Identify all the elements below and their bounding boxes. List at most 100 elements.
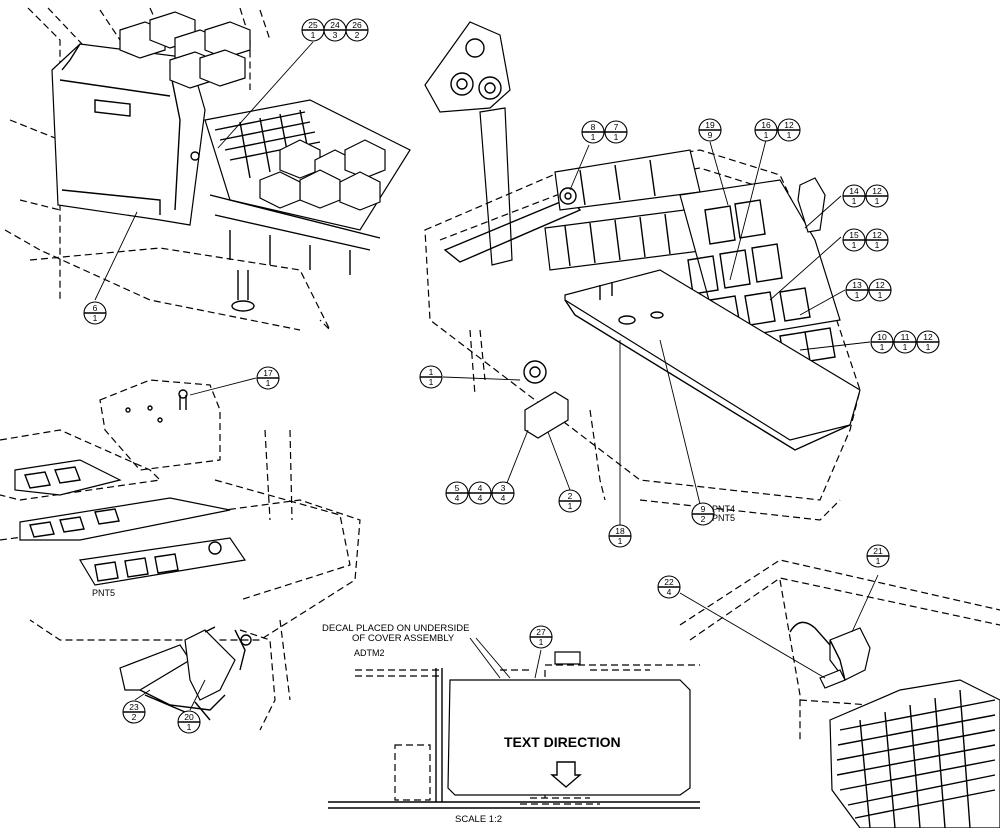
balloon-top: 7 — [614, 122, 619, 132]
balloon-top: 11 — [901, 332, 910, 342]
balloon-top: 17 — [263, 368, 273, 378]
balloon-top: 8 — [591, 122, 596, 132]
balloon-top: 27 — [536, 627, 546, 637]
balloon-top: 9 — [701, 504, 706, 514]
balloon-top: 3 — [501, 483, 506, 493]
balloon-23-2: 232 — [122, 700, 146, 724]
balloon-top: 2 — [568, 491, 573, 501]
balloon-bottom: 1 — [852, 196, 857, 206]
balloon-top: 12 — [875, 280, 885, 290]
balloon-13-1: 131 — [845, 278, 869, 302]
balloon-bottom: 2 — [132, 712, 137, 722]
decal-note-line2: OF COVER ASSEMBLY — [352, 633, 455, 644]
balloon-3-4: 34 — [491, 481, 515, 505]
label-pnt5-console: PNT5 — [712, 513, 735, 523]
view-controller-relay-panel — [4, 7, 411, 331]
balloon-top: 10 — [877, 332, 887, 342]
balloon-top: 20 — [184, 712, 194, 722]
label-pnt5-cover: PNT5 — [92, 588, 115, 598]
balloon-top: 14 — [849, 186, 859, 196]
view-decal — [328, 637, 700, 809]
view-armrest-console — [424, 21, 871, 525]
balloon-bottom: 4 — [455, 493, 460, 503]
balloon-bottom: 1 — [926, 342, 931, 352]
balloon-17-1: 171 — [256, 366, 280, 390]
balloon-2-1: 21 — [558, 489, 582, 513]
balloon-bottom: 1 — [591, 132, 596, 142]
balloon-top: 19 — [705, 120, 715, 130]
balloon-12-1a: 121 — [777, 118, 801, 142]
balloon-top: 1 — [429, 367, 434, 377]
balloon-top: 13 — [852, 280, 862, 290]
balloon-top: 23 — [129, 702, 139, 712]
balloon-21-1: 211 — [866, 544, 890, 568]
balloon-top: 24 — [330, 20, 340, 30]
balloon-19-9: 199 — [698, 118, 722, 142]
balloon-10-1: 101 — [870, 330, 894, 354]
view-panel-cover — [0, 377, 361, 731]
balloon-22-4: 224 — [657, 575, 681, 599]
balloon-bottom: 1 — [568, 501, 573, 511]
balloon-bottom: 2 — [355, 30, 360, 40]
balloon-bottom: 1 — [875, 196, 880, 206]
balloon-top: 15 — [849, 230, 859, 240]
balloon-12-1e: 121 — [916, 330, 940, 354]
balloon-bottom: 1 — [618, 536, 623, 546]
balloon-16-1: 161 — [754, 118, 778, 142]
balloon-bottom: 1 — [880, 342, 885, 352]
balloon-bottom: 3 — [333, 30, 338, 40]
balloon-top: 26 — [352, 20, 362, 30]
balloon-top: 18 — [615, 526, 625, 536]
balloon-7-1: 71 — [604, 120, 628, 144]
balloon-bottom: 9 — [708, 130, 713, 140]
balloon-5-4: 54 — [445, 481, 469, 505]
balloon-25-1: 251 — [301, 18, 325, 42]
decal-note-line1: DECAL PLACED ON UNDERSIDE — [322, 623, 469, 634]
balloon-top: 21 — [873, 546, 883, 556]
balloon-6-1: 61 — [83, 301, 107, 325]
balloon-top: 16 — [761, 120, 771, 130]
balloon-bottom: 1 — [93, 313, 98, 323]
balloon-top: 25 — [308, 20, 318, 30]
balloon-bottom: 2 — [701, 514, 706, 524]
balloon-bottom: 1 — [429, 377, 434, 387]
balloon-bottom: 1 — [266, 378, 271, 388]
balloon-top: 12 — [872, 186, 882, 196]
decal-text-direction: TEXT DIRECTION — [504, 734, 621, 750]
balloon-bottom: 1 — [855, 290, 860, 300]
balloon-top: 22 — [664, 577, 674, 587]
drawing-labels: PNT4 PNT5 PNT5 DECAL PLACED ON UNDERSIDE… — [92, 504, 735, 825]
balloon-9-2: 92 — [691, 502, 715, 526]
balloon-top: 12 — [872, 230, 882, 240]
balloon-15-1: 151 — [842, 228, 866, 252]
balloon-bottom: 1 — [187, 722, 192, 732]
balloon-4-4: 44 — [468, 481, 492, 505]
label-scale: SCALE 1:2 — [455, 814, 502, 825]
balloon-bottom: 1 — [876, 556, 881, 566]
balloon-20-1: 201 — [177, 710, 201, 734]
balloon-12-1b: 121 — [865, 184, 889, 208]
balloon-bottom: 1 — [764, 130, 769, 140]
balloon-bottom: 1 — [614, 132, 619, 142]
balloon-bottom: 4 — [501, 493, 506, 503]
balloon-12-1c: 121 — [865, 228, 889, 252]
balloon-top: 6 — [93, 303, 98, 313]
balloon-top: 4 — [478, 483, 483, 493]
balloon-18-1: 181 — [608, 524, 632, 548]
balloon-27-1: 271 — [529, 625, 553, 649]
balloon-bottom: 4 — [478, 493, 483, 503]
view-grille-horn — [679, 559, 1000, 829]
label-adtm: ADTM2 — [354, 648, 385, 658]
balloon-top: 12 — [923, 332, 933, 342]
balloon-bottom: 1 — [878, 290, 883, 300]
balloon-24-3: 243 — [323, 18, 347, 42]
label-pnt4: PNT4 — [712, 504, 735, 514]
balloon-1-1: 11 — [419, 365, 443, 389]
balloon-top: 5 — [455, 483, 460, 493]
balloon-14-1: 141 — [842, 184, 866, 208]
balloon-bottom: 1 — [787, 130, 792, 140]
balloon-bottom: 4 — [667, 587, 672, 597]
balloon-bottom: 1 — [311, 30, 316, 40]
